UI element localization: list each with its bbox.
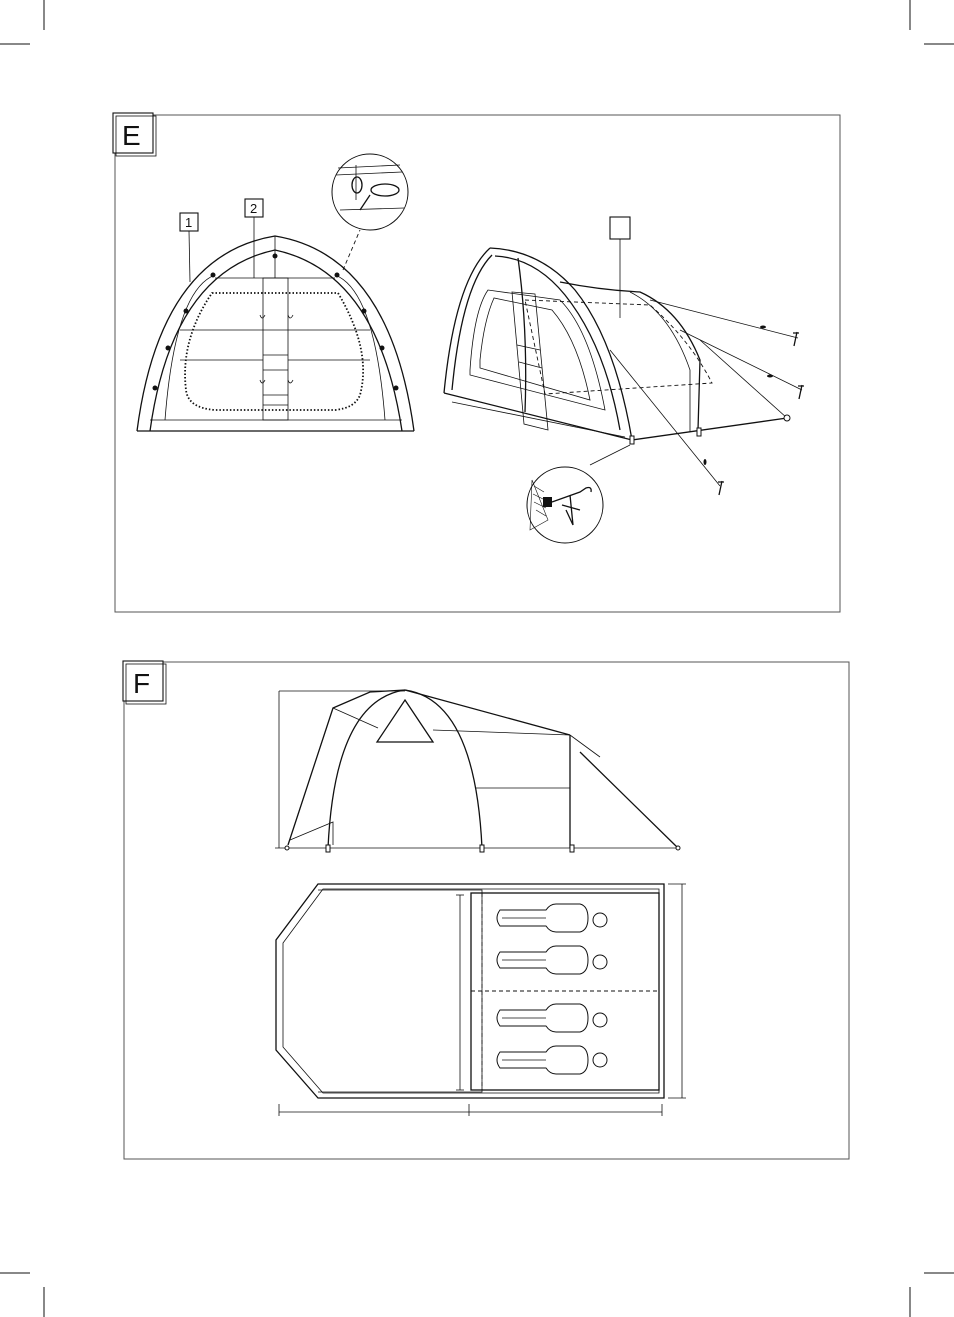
section-e-panel: E <box>112 112 841 613</box>
sleeping-bag-4 <box>496 1045 608 1075</box>
callout-2: 2 <box>244 198 264 278</box>
callout-2-label: 2 <box>250 201 257 216</box>
stake-detail-magnifier <box>526 444 631 544</box>
callout-3 <box>609 216 631 318</box>
tent-front-view <box>136 235 415 432</box>
tent-side-elevation <box>275 689 681 853</box>
sleeping-bag-1 <box>496 903 608 933</box>
tent-perspective-view <box>443 247 804 496</box>
section-f-panel: F <box>122 660 850 1160</box>
tent-floor-plan <box>275 883 686 1116</box>
section-f-letter: F <box>133 668 150 699</box>
sleeping-bag-3 <box>496 1003 608 1033</box>
callout-1-label: 1 <box>185 215 192 230</box>
callout-1: 1 <box>179 212 199 283</box>
sleeping-bag-2 <box>496 945 608 975</box>
section-e-letter: E <box>122 120 141 151</box>
hook-detail-magnifier <box>331 153 409 271</box>
